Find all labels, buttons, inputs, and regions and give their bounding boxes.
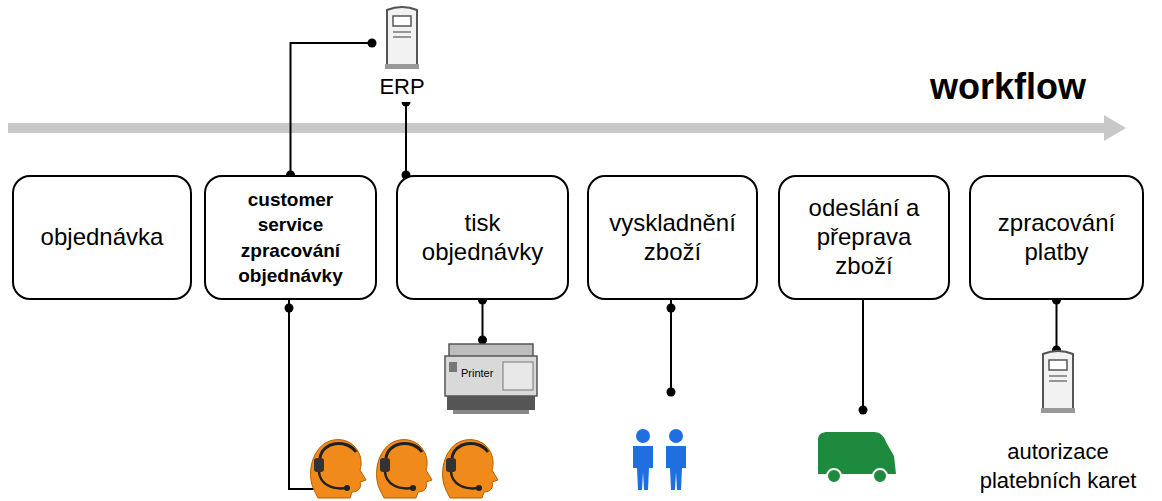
connector-dot bbox=[368, 39, 377, 48]
delivery-van-icon bbox=[818, 432, 896, 483]
card-auth-server: autorizace platebních karet bbox=[960, 350, 1156, 496]
server-icon bbox=[1039, 350, 1077, 414]
printer: Printer bbox=[443, 340, 539, 415]
process-box: odeslání a přeprava zboží bbox=[778, 175, 950, 300]
node-text: vyskladnění zboží bbox=[597, 209, 748, 267]
node-text: zpracování platby bbox=[979, 209, 1134, 267]
erp-server: ERP bbox=[372, 6, 432, 102]
leader-lines bbox=[289, 300, 863, 489]
connector bbox=[478, 296, 487, 345]
process-box: tisk objednávky bbox=[396, 175, 569, 300]
server-icon bbox=[383, 6, 421, 70]
workflow-arrow bbox=[8, 115, 1126, 141]
node-text: ERP bbox=[377, 72, 426, 102]
process-box: customer service zpracování objednávky bbox=[204, 175, 377, 300]
node-text: Printer bbox=[461, 368, 493, 379]
leader-dots bbox=[285, 304, 868, 494]
warehouse-people-icon bbox=[633, 429, 686, 490]
node-text: autorizace platebních karet bbox=[960, 437, 1156, 496]
node-text: objednávka bbox=[41, 223, 164, 252]
node-text: tisk objednávky bbox=[406, 209, 559, 267]
connector-dot bbox=[478, 336, 487, 345]
node-text: odeslání a přeprava zboží bbox=[788, 194, 940, 280]
connector bbox=[402, 98, 411, 180]
process-box: vyskladnění zboží bbox=[587, 175, 758, 300]
connector bbox=[1052, 296, 1061, 355]
agent-icons bbox=[311, 440, 498, 498]
connector bbox=[286, 39, 377, 180]
diagram-label: workflow bbox=[930, 66, 1086, 108]
node-text: customer service zpracování objednávky bbox=[214, 187, 367, 287]
process-box: objednávka bbox=[12, 175, 192, 300]
process-box: zpracování platby bbox=[969, 175, 1144, 300]
